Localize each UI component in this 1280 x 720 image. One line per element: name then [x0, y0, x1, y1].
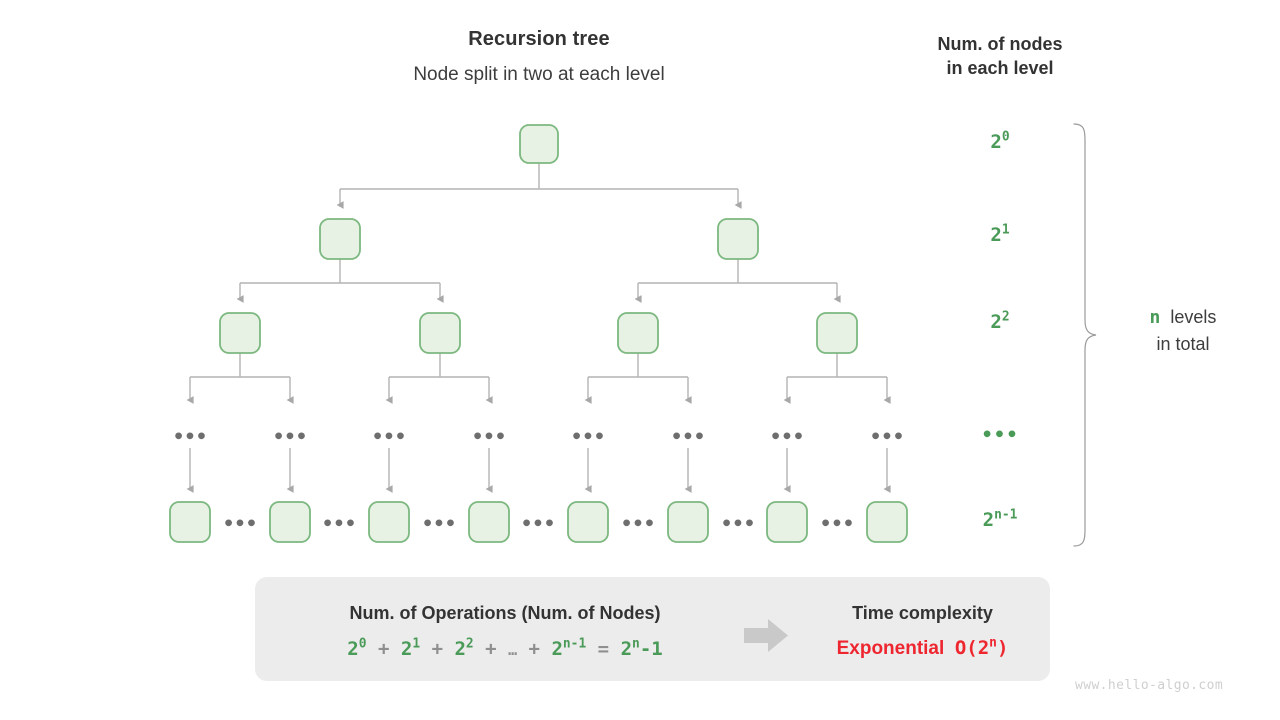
operations-title: Num. of Operations (Num. of Nodes): [349, 603, 661, 623]
levels-n-symbol: n: [1149, 307, 1161, 328]
tree-ellipsis: •••: [670, 426, 706, 448]
right-header-line-2: in each level: [946, 58, 1054, 79]
tree-node[interactable]: [866, 501, 908, 543]
plus-sign: +: [485, 638, 497, 660]
formula-ellipsis: …: [508, 641, 518, 659]
level-count-last: 2n-1: [982, 507, 1018, 531]
tree-node[interactable]: [717, 218, 759, 260]
level-count-1: 21: [990, 222, 1010, 246]
term-4: 2n-1: [551, 636, 587, 660]
tree-ellipsis: •••: [570, 426, 606, 448]
tree-node[interactable]: [617, 312, 659, 354]
tree-node[interactable]: [319, 218, 361, 260]
bottom-row-ellipsis: •••: [620, 513, 656, 535]
tree-node[interactable]: [816, 312, 858, 354]
tree-node[interactable]: [269, 501, 311, 543]
tree-ellipsis: •••: [471, 426, 507, 448]
total-levels-line-2: in total: [1156, 334, 1210, 354]
recursion-tree-graphic: [169, 124, 908, 543]
tree-node[interactable]: [169, 501, 211, 543]
complexity-big-o: O(2n): [954, 635, 1009, 659]
tree-node-root[interactable]: [519, 124, 559, 164]
level-count-2: 22: [990, 309, 1010, 333]
tree-ellipsis: •••: [172, 426, 208, 448]
bottom-row-ellipsis: •••: [421, 513, 457, 535]
tree-node[interactable]: [567, 501, 609, 543]
tree-ellipsis: •••: [869, 426, 905, 448]
term-5: 2n-1: [620, 636, 663, 660]
complexity-word: Exponential: [836, 638, 945, 659]
time-complexity-title: Time complexity: [852, 603, 993, 623]
plus-sign: +: [431, 638, 444, 660]
plus-sign: +: [377, 638, 390, 660]
total-levels-line-1: n levels: [1149, 307, 1217, 328]
equals-sign: =: [597, 638, 610, 660]
watermark: www.hello-algo.com: [1075, 678, 1224, 693]
tree-node[interactable]: [468, 501, 510, 543]
page-title: Recursion tree: [468, 28, 610, 50]
term-0: 20: [347, 636, 367, 660]
operations-formula: 20 + 21 + 22 + … + 2n-1 = 2n-1: [255, 638, 755, 660]
tree-nodes: [169, 124, 908, 543]
tree-ellipsis: •••: [769, 426, 805, 448]
tree-node[interactable]: [667, 501, 709, 543]
levels-brace: [1073, 123, 1097, 547]
level-count-0: 20: [990, 129, 1010, 153]
bottom-row-ellipsis: •••: [720, 513, 756, 535]
right-header-line-1: Num. of nodes: [937, 34, 1063, 54]
right-column-header: Num. of nodes in each level: [900, 32, 1100, 81]
level-count-ellipsis: •••: [981, 424, 1019, 446]
bottom-row-ellipsis: •••: [819, 513, 855, 535]
term-1: 21: [400, 636, 421, 660]
time-complexity-value: Exponential O(2n): [795, 637, 1050, 660]
plus-sign: +: [528, 638, 540, 660]
term-2: 22: [454, 636, 474, 660]
total-levels-label: n levels in total: [1108, 304, 1258, 358]
tree-ellipsis: •••: [371, 426, 407, 448]
implies-arrow-icon: [744, 619, 788, 652]
page-subtitle: Node split in two at each level: [413, 64, 665, 85]
tree-node[interactable]: [766, 501, 808, 543]
bottom-row-ellipsis: •••: [222, 513, 258, 535]
bottom-row-ellipsis: •••: [520, 513, 556, 535]
tree-node[interactable]: [368, 501, 410, 543]
summary-panel: [255, 577, 1050, 681]
tree-ellipsis: •••: [272, 426, 308, 448]
tree-node[interactable]: [419, 312, 461, 354]
bottom-row-ellipsis: •••: [321, 513, 357, 535]
tree-node[interactable]: [219, 312, 261, 354]
